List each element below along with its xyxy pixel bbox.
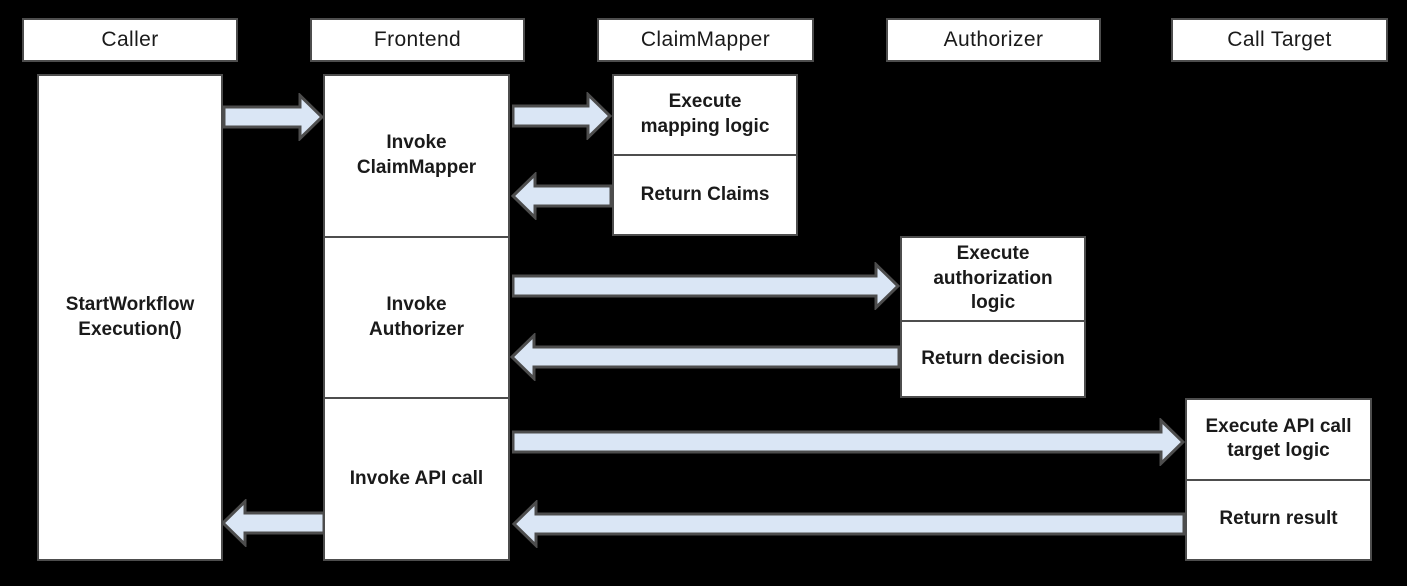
arrow-frontend-to-calltarget <box>512 418 1185 466</box>
activity-return-result: Return result <box>1187 478 1370 560</box>
lifeline-header-frontend: Frontend <box>310 18 525 62</box>
arrow-claimmapper-return-to-frontend <box>511 172 612 220</box>
activity-execute-api-call-target-logic: Execute API call target logic <box>1205 415 1352 462</box>
arrow-authorizer-return-to-frontend <box>510 333 900 381</box>
arrow-frontend-return-to-caller <box>221 499 325 547</box>
lifeline-header-calltarget: Call Target <box>1171 18 1388 62</box>
activity-invoke-claimmapper: Invoke ClaimMapper <box>356 132 477 178</box>
activity-invoke-authorizer: Invoke Authorizer <box>325 235 508 398</box>
activation-authorizer: Execute authorization logic Return decis… <box>900 236 1086 398</box>
arrow-calltarget-return-to-frontend <box>512 500 1185 548</box>
lifeline-header-calltarget-label: Call Target <box>1227 28 1332 51</box>
activity-execute-authorization-logic: Execute authorization logic <box>933 243 1053 314</box>
arrow-caller-to-frontend <box>223 93 324 141</box>
activity-startworkflow-execution: StartWorkflow Execution() <box>65 293 195 340</box>
activity-execute-mapping-logic: Execute mapping logic <box>640 91 770 137</box>
activation-claimmapper: Execute mapping logic Return Claims <box>612 74 798 236</box>
activation-caller: StartWorkflow Execution() <box>37 74 223 561</box>
activity-invoke-api-call: Invoke API call <box>325 397 508 559</box>
lifeline-header-frontend-label: Frontend <box>373 28 462 51</box>
activation-calltarget: Execute API call target logic Return res… <box>1185 398 1372 561</box>
activity-return-claims: Return Claims <box>614 154 796 234</box>
lifeline-header-claimmapper-label: ClaimMapper <box>640 28 771 51</box>
lifeline-header-caller-label: Caller <box>101 28 159 51</box>
arrow-frontend-to-authorizer <box>512 262 900 310</box>
activity-return-decision: Return decision <box>902 320 1084 396</box>
lifeline-header-authorizer: Authorizer <box>886 18 1101 62</box>
lifeline-header-caller: Caller <box>22 18 238 62</box>
lifeline-header-claimmapper: ClaimMapper <box>597 18 814 62</box>
arrow-frontend-to-claimmapper <box>512 92 612 140</box>
lifeline-header-authorizer-label: Authorizer <box>943 28 1044 51</box>
activation-frontend: Invoke ClaimMapper Invoke Authorizer Inv… <box>323 74 510 561</box>
